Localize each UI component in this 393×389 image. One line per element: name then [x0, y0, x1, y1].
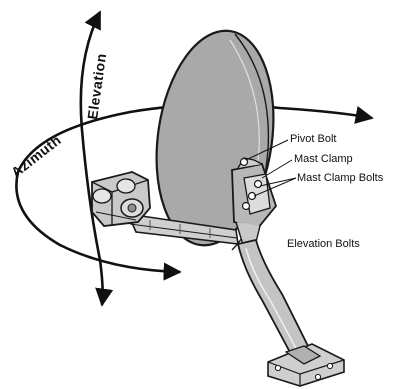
lnb-feed-horn [92, 172, 150, 226]
mount-bracket [232, 158, 276, 250]
mast-arm [238, 240, 310, 356]
elevation-bolts-label: Elevation Bolts [287, 238, 360, 250]
azimuth-label: Azimuth [8, 132, 64, 181]
elevation-label: Elevation [84, 52, 109, 120]
mast-foot [268, 344, 344, 386]
mast-clamp-bolt-1 [255, 181, 262, 188]
mast-clamp-label: Mast Clamp [294, 153, 353, 165]
elevation-bolt [243, 203, 250, 210]
mast-clamp-bolts-label: Mast Clamp Bolts [297, 172, 384, 184]
pivot-bolt-label: Pivot Bolt [290, 133, 336, 145]
